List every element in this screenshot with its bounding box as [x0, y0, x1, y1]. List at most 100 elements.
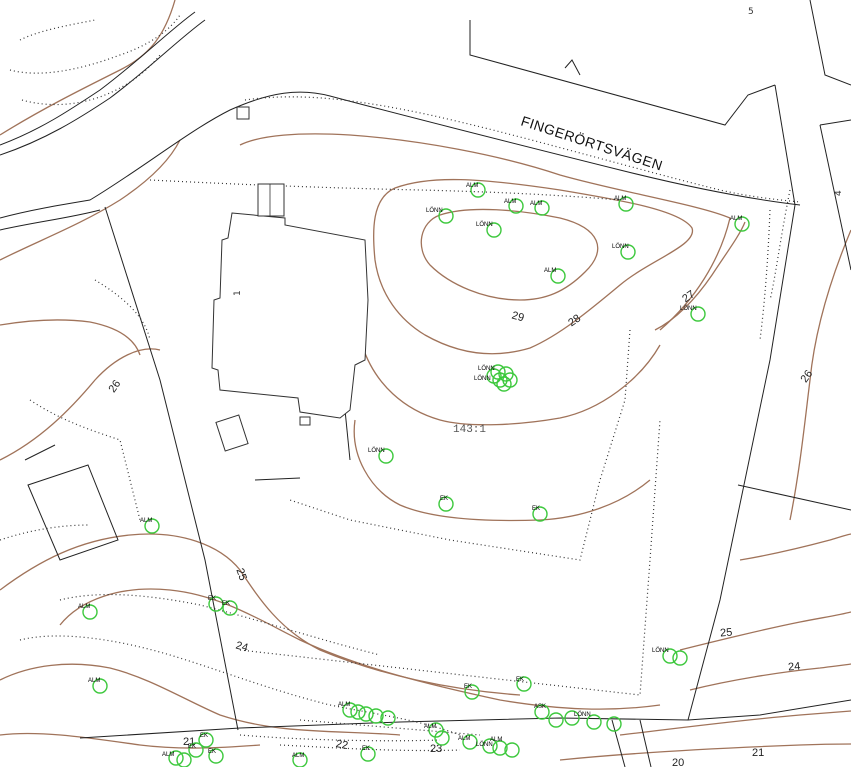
small-shed [215, 414, 249, 452]
tree-marker: LÖNN [680, 305, 706, 322]
contour-29-inner [420, 208, 599, 301]
svg-text:ALM: ALM [490, 737, 502, 743]
svg-text:EK: EK [532, 506, 540, 512]
tree-marker: EK [464, 684, 480, 700]
dotted-right-1 [759, 209, 771, 341]
contour-right-25 [679, 611, 851, 651]
parcel-left [27, 464, 119, 561]
contour-27 [239, 133, 731, 331]
tree-marker: ALM [614, 196, 634, 212]
contour-right-21 [559, 743, 851, 761]
road-edge-main-2 [0, 209, 101, 231]
contour-label-21-left: 21 [183, 736, 195, 748]
svg-text:ALM: ALM [466, 183, 478, 189]
tree-marker: EK [438, 496, 454, 512]
property-top-4 [819, 119, 851, 126]
svg-text:ALM: ALM [458, 736, 470, 742]
svg-text:LÖNN: LÖNN [476, 221, 493, 228]
contour-29-outer [373, 178, 693, 355]
gate-box [236, 106, 250, 120]
site-boundary-right [687, 204, 796, 721]
svg-text:LÖNN: LÖNN [478, 365, 495, 372]
contour-right-24 [689, 663, 851, 691]
svg-text:ALM: ALM [544, 268, 556, 274]
dotted-left-1 [94, 279, 151, 341]
svg-text:EK: EK [464, 684, 472, 690]
road-edge-top-left-1 [0, 11, 196, 146]
road-name-label: FINGERÖRTSVÄGEN [519, 112, 665, 174]
tree-marker: ALM [140, 518, 160, 534]
svg-text:EK: EK [200, 733, 208, 739]
tree-marker: LÖNN [612, 243, 636, 260]
road-edge-main-1 [0, 91, 801, 219]
tree-marker: LÖNN [368, 447, 394, 464]
contour-label-24-left: 24 [234, 640, 249, 655]
svg-text:ALM: ALM [162, 752, 174, 758]
dotted-right-far [769, 189, 791, 301]
contour-label-20: 20 [672, 757, 684, 767]
dotted-inner-right [289, 329, 631, 561]
contour-left-a [0, 319, 141, 356]
svg-text:LÖNN: LÖNN [574, 711, 591, 718]
dotted-top-left-curve [21, 54, 161, 106]
tree-marker: ALM [466, 182, 486, 198]
svg-text:ALM: ALM [78, 604, 90, 610]
contour-right-mid [739, 533, 851, 561]
svg-text:LÖNN: LÖNN [368, 447, 385, 454]
contour-left-f [0, 732, 261, 749]
svg-text:LÖNN: LÖNN [474, 375, 491, 382]
inner-line-a [254, 477, 301, 481]
svg-text:EK: EK [188, 744, 196, 750]
contour-top-left [0, 0, 176, 136]
property-top-2 [774, 84, 796, 206]
contour-label-26-right: 26 [798, 368, 815, 385]
contour-26 [353, 419, 651, 522]
building-annex [257, 183, 285, 217]
contour-label-29: 29 [510, 310, 525, 325]
svg-text:ALM: ALM [614, 196, 626, 202]
tree-marker: ALM [88, 678, 108, 694]
svg-text:LÖNN: LÖNN [426, 207, 443, 214]
contour-left-c [0, 533, 521, 696]
svg-text:LÖNN: LÖNN [476, 741, 493, 748]
corner-label-top: 5 [748, 7, 754, 17]
tree-marker: EK [532, 506, 548, 522]
tree-marker: LÖNN [476, 221, 502, 238]
contour-label-21-right: 21 [752, 747, 764, 759]
dotted-top-left-2 [19, 19, 96, 41]
contour-small-27 [654, 221, 746, 331]
tree-marker: EK [222, 600, 238, 616]
dotted-road-south [149, 179, 621, 201]
property-right-diag [819, 124, 851, 271]
parcel-number-label: 143:1 [453, 424, 486, 436]
contour-left-b [0, 348, 161, 461]
contour-label-26-left: 26 [106, 378, 123, 395]
small-box [299, 416, 311, 426]
contour-right-23 [619, 710, 851, 736]
buildings [211, 106, 369, 452]
building-number-label: 1 [233, 290, 243, 296]
dotted-bottom-fan-1 [239, 734, 441, 742]
contour-label-22: 22 [335, 738, 349, 752]
dotted-left-3 [0, 524, 91, 541]
contour-label-24-right: 24 [788, 660, 801, 673]
svg-text:ALM: ALM [88, 678, 100, 684]
contour-left-e [0, 663, 401, 736]
property-top-inner [564, 59, 581, 76]
dotted-road-north [244, 96, 801, 203]
dotted-lower-3 [239, 419, 661, 696]
property-right-east [737, 484, 851, 511]
contour-label-25-left: 25 [233, 567, 248, 583]
svg-text:ALM: ALM [530, 201, 542, 207]
corner-label-right: 4 [834, 190, 844, 196]
contour-label-25-right: 25 [720, 626, 733, 639]
contour-26-right [789, 229, 851, 521]
line-right-top-edge [639, 719, 652, 767]
contour-left-d [59, 588, 661, 710]
dotted-left-2 [29, 399, 141, 521]
trees: ALM ALM ALM LÖNN LÖNN ALM LÖNN ALM ALM L… [78, 182, 750, 767]
svg-text:EK: EK [516, 677, 524, 683]
inner-line-b [344, 409, 351, 461]
svg-text:EK: EK [362, 746, 370, 752]
